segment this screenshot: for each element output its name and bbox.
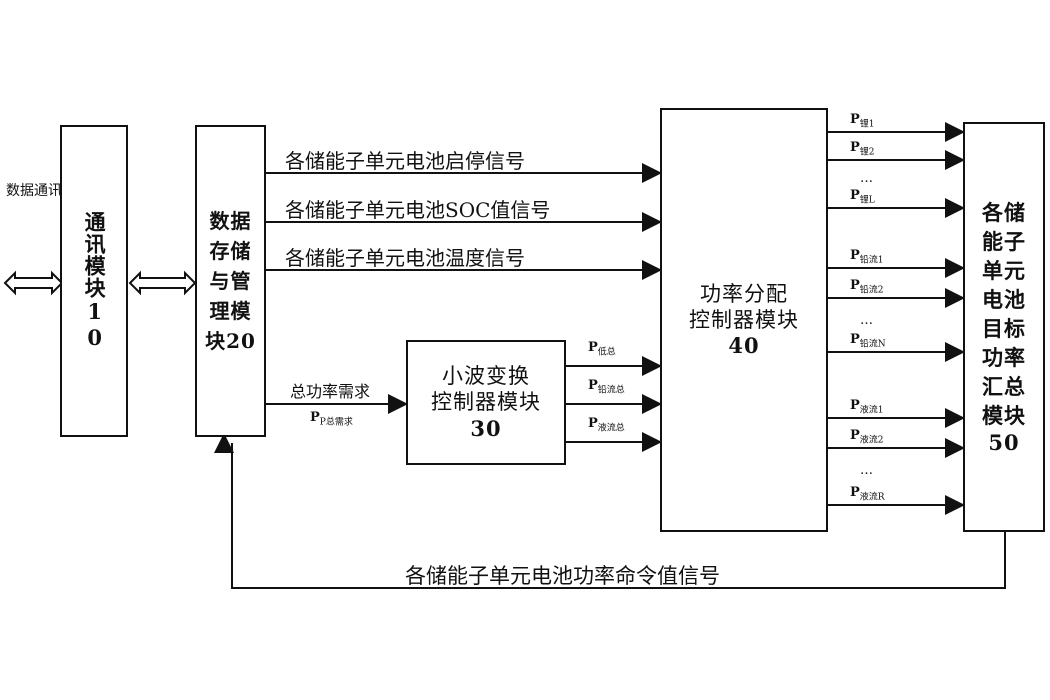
power-output-label: P铅流N xyxy=(850,332,886,350)
power-output-label: P液流2 xyxy=(850,428,884,446)
power-output-subscript: 液流1 xyxy=(859,405,884,416)
soc-signal-label: 各储能子单元电池SOC值信号 xyxy=(285,198,551,222)
wavelet-module-title: 小波变换 xyxy=(442,364,530,389)
wavelet-module-subtitle: 控制器模块 xyxy=(431,390,541,415)
power-output-subscript: 铅流1 xyxy=(859,255,884,266)
comm-module: 通讯模块10 xyxy=(60,125,128,437)
ellipsis: … xyxy=(860,171,873,186)
power-module-title: 功率分配 xyxy=(700,281,788,306)
temp-signal-label: 各储能子单元电池温度信号 xyxy=(285,246,525,270)
data-module: 数据存储与管理模块20 xyxy=(195,125,266,437)
power-output-arrows xyxy=(828,122,965,515)
ellipsis: … xyxy=(860,463,873,478)
power-module-number: 40 xyxy=(728,333,760,359)
p-total-demand-label: PP总需求 xyxy=(310,410,353,428)
power-module-subtitle: 控制器模块 xyxy=(689,307,799,332)
wavelet-output-subscript: 低总 xyxy=(597,347,616,358)
power-output-subscript: 液流2 xyxy=(859,435,884,446)
power-output-subscript: 锂1 xyxy=(859,119,875,130)
summary-module: 各储能子单元电池目标功率汇总模块 50 xyxy=(963,122,1045,532)
wavelet-module-number: 30 xyxy=(470,415,502,441)
power-allocation-module: 功率分配 控制器模块 40 xyxy=(660,108,828,532)
wavelet-output-subscript: 液流总 xyxy=(597,423,625,434)
feedback-loop-arrow xyxy=(214,433,1006,589)
wavelet-output-label: P铅流总 xyxy=(588,378,625,396)
wavelet-output-label: P低总 xyxy=(588,340,616,358)
power-output-subscript: 锂2 xyxy=(859,147,875,158)
p-total-demand-sub: P总需求 xyxy=(319,417,353,428)
wavelet-module: 小波变换 控制器模块 30 xyxy=(406,340,566,465)
power-output-label: P锂2 xyxy=(850,140,875,158)
comm-module-label: 通讯模块10 xyxy=(82,211,108,351)
power-output-label: P锂L xyxy=(850,188,875,206)
power-output-subscript: 铅流N xyxy=(859,339,886,350)
total-demand-label: 总功率需求 xyxy=(290,382,371,401)
start-stop-signal-label: 各储能子单元电池启停信号 xyxy=(285,149,525,173)
power-output-label: P液流1 xyxy=(850,398,884,416)
comm-data-double-arrow xyxy=(128,270,197,296)
feedback-signal-label: 各储能子单元电池功率命令值信号 xyxy=(405,564,720,588)
power-output-label: P铅流1 xyxy=(850,248,884,266)
network-double-arrow xyxy=(3,270,64,296)
summary-module-label: 各储能子单元电池目标功率汇总模块 xyxy=(982,199,1026,428)
power-output-label: P铅流2 xyxy=(850,278,884,296)
wavelet-output-subscript: 铅流总 xyxy=(597,385,625,396)
summary-module-number: 50 xyxy=(988,429,1020,455)
power-output-label: P液流R xyxy=(850,485,885,503)
power-output-subscript: 铅流2 xyxy=(859,285,884,296)
ellipsis: … xyxy=(860,313,873,328)
power-output-subscript: 液流R xyxy=(859,492,885,503)
power-output-label: P锂1 xyxy=(850,112,875,130)
network-label: 数据通讯网络 xyxy=(6,183,90,199)
data-module-label: 数据存储与管理模块20 xyxy=(205,209,256,353)
power-output-subscript: 锂L xyxy=(859,195,875,206)
wavelet-output-label: P液流总 xyxy=(588,416,625,434)
